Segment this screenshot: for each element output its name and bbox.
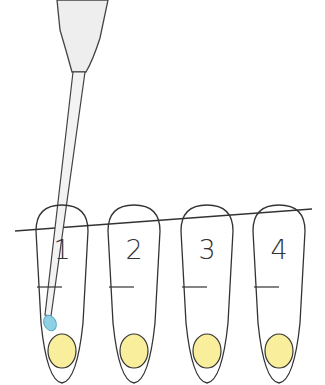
pipette-tip (45, 72, 85, 316)
tube-body (108, 205, 160, 383)
tube-outline (105, 203, 163, 385)
pellet (48, 334, 76, 368)
tube: 4 (250, 203, 308, 385)
tube-outline (178, 203, 236, 385)
tube-number: 1 (33, 236, 91, 263)
blue-drop (41, 313, 59, 333)
volume-mark (254, 286, 279, 287)
pellet (120, 334, 148, 368)
tube-body (36, 205, 88, 383)
tube: 1 (33, 203, 91, 385)
pellet (193, 334, 221, 368)
volume-mark (109, 286, 134, 287)
tube-body (253, 205, 305, 383)
tube: 2 (105, 203, 163, 385)
tube-body (181, 205, 233, 383)
tube: 3 (178, 203, 236, 385)
volume-mark (182, 286, 207, 287)
tube-number: 4 (250, 236, 308, 263)
volume-mark (37, 286, 62, 287)
pellet (265, 334, 293, 368)
tube-outline (250, 203, 308, 385)
tube-number: 2 (105, 236, 163, 263)
tube-outline (33, 203, 91, 385)
pipette-body (57, 0, 108, 72)
tube-number: 3 (178, 236, 236, 263)
